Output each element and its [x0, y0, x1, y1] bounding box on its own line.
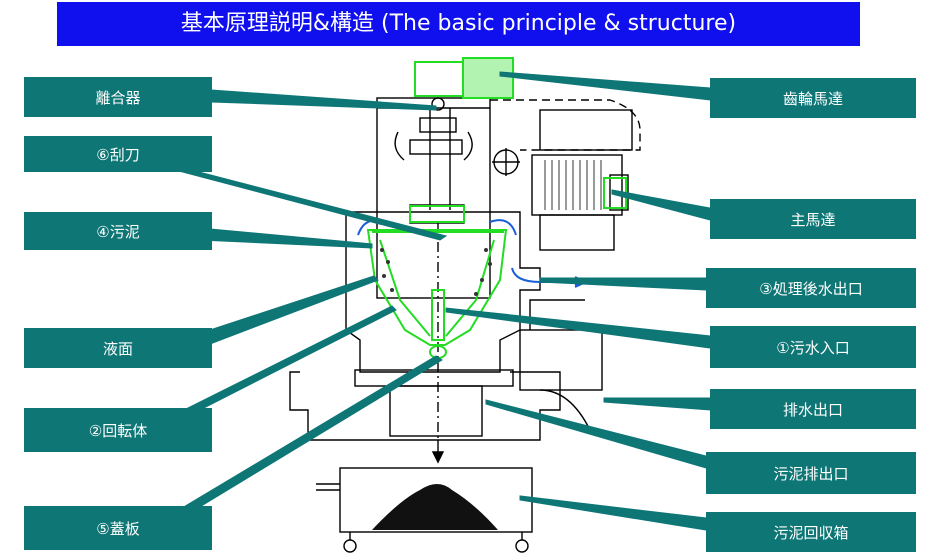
clutch-part	[431, 97, 445, 111]
leader-drain	[603, 397, 711, 411]
leader-sludge-box	[519, 495, 707, 531]
label-treated-outlet: ③処理後水出口	[706, 268, 916, 308]
gear-motor-body	[414, 61, 464, 97]
leader-gear-motor	[499, 71, 711, 101]
label-drain-outlet: 排水出口	[710, 389, 916, 429]
main-motor-body	[531, 154, 623, 216]
sludge-pile	[372, 484, 498, 530]
page-title: 基本原理説明&構造 (The basic principle & structu…	[57, 2, 860, 46]
caster-left	[343, 539, 357, 553]
label-inlet: ①污水入口	[710, 326, 916, 368]
leader-cover	[180, 355, 443, 509]
base-frame	[289, 371, 561, 441]
leader-inlet	[445, 307, 711, 349]
caster-right	[515, 539, 529, 553]
top-frame	[376, 97, 491, 299]
label-sludge: ④污泥	[24, 212, 212, 250]
label-rotor: ②回転体	[24, 408, 212, 452]
discharge-chute	[389, 385, 483, 437]
label-sludge-box: 污泥回収箱	[706, 512, 916, 552]
label-scraper: ⑥刮刀	[24, 136, 212, 172]
leader-treated	[539, 277, 707, 291]
side-tank	[519, 329, 603, 391]
leader-sludge-outlet	[485, 399, 707, 469]
label-main-motor: 主馬達	[710, 199, 916, 239]
belt-housing	[539, 109, 633, 151]
label-cover-plate: ⑤蓋板	[24, 506, 212, 550]
label-liquid-surface: 液面	[24, 328, 212, 368]
leader-clutch	[211, 89, 437, 111]
leader-liquid	[209, 275, 379, 345]
rotor-bowl	[366, 229, 508, 346]
label-sludge-outlet: 污泥排出口	[706, 452, 916, 494]
label-gear-motor: 齒輪馬達	[710, 78, 916, 118]
label-clutch: 離合器	[24, 77, 212, 117]
leader-rotor	[179, 305, 397, 413]
